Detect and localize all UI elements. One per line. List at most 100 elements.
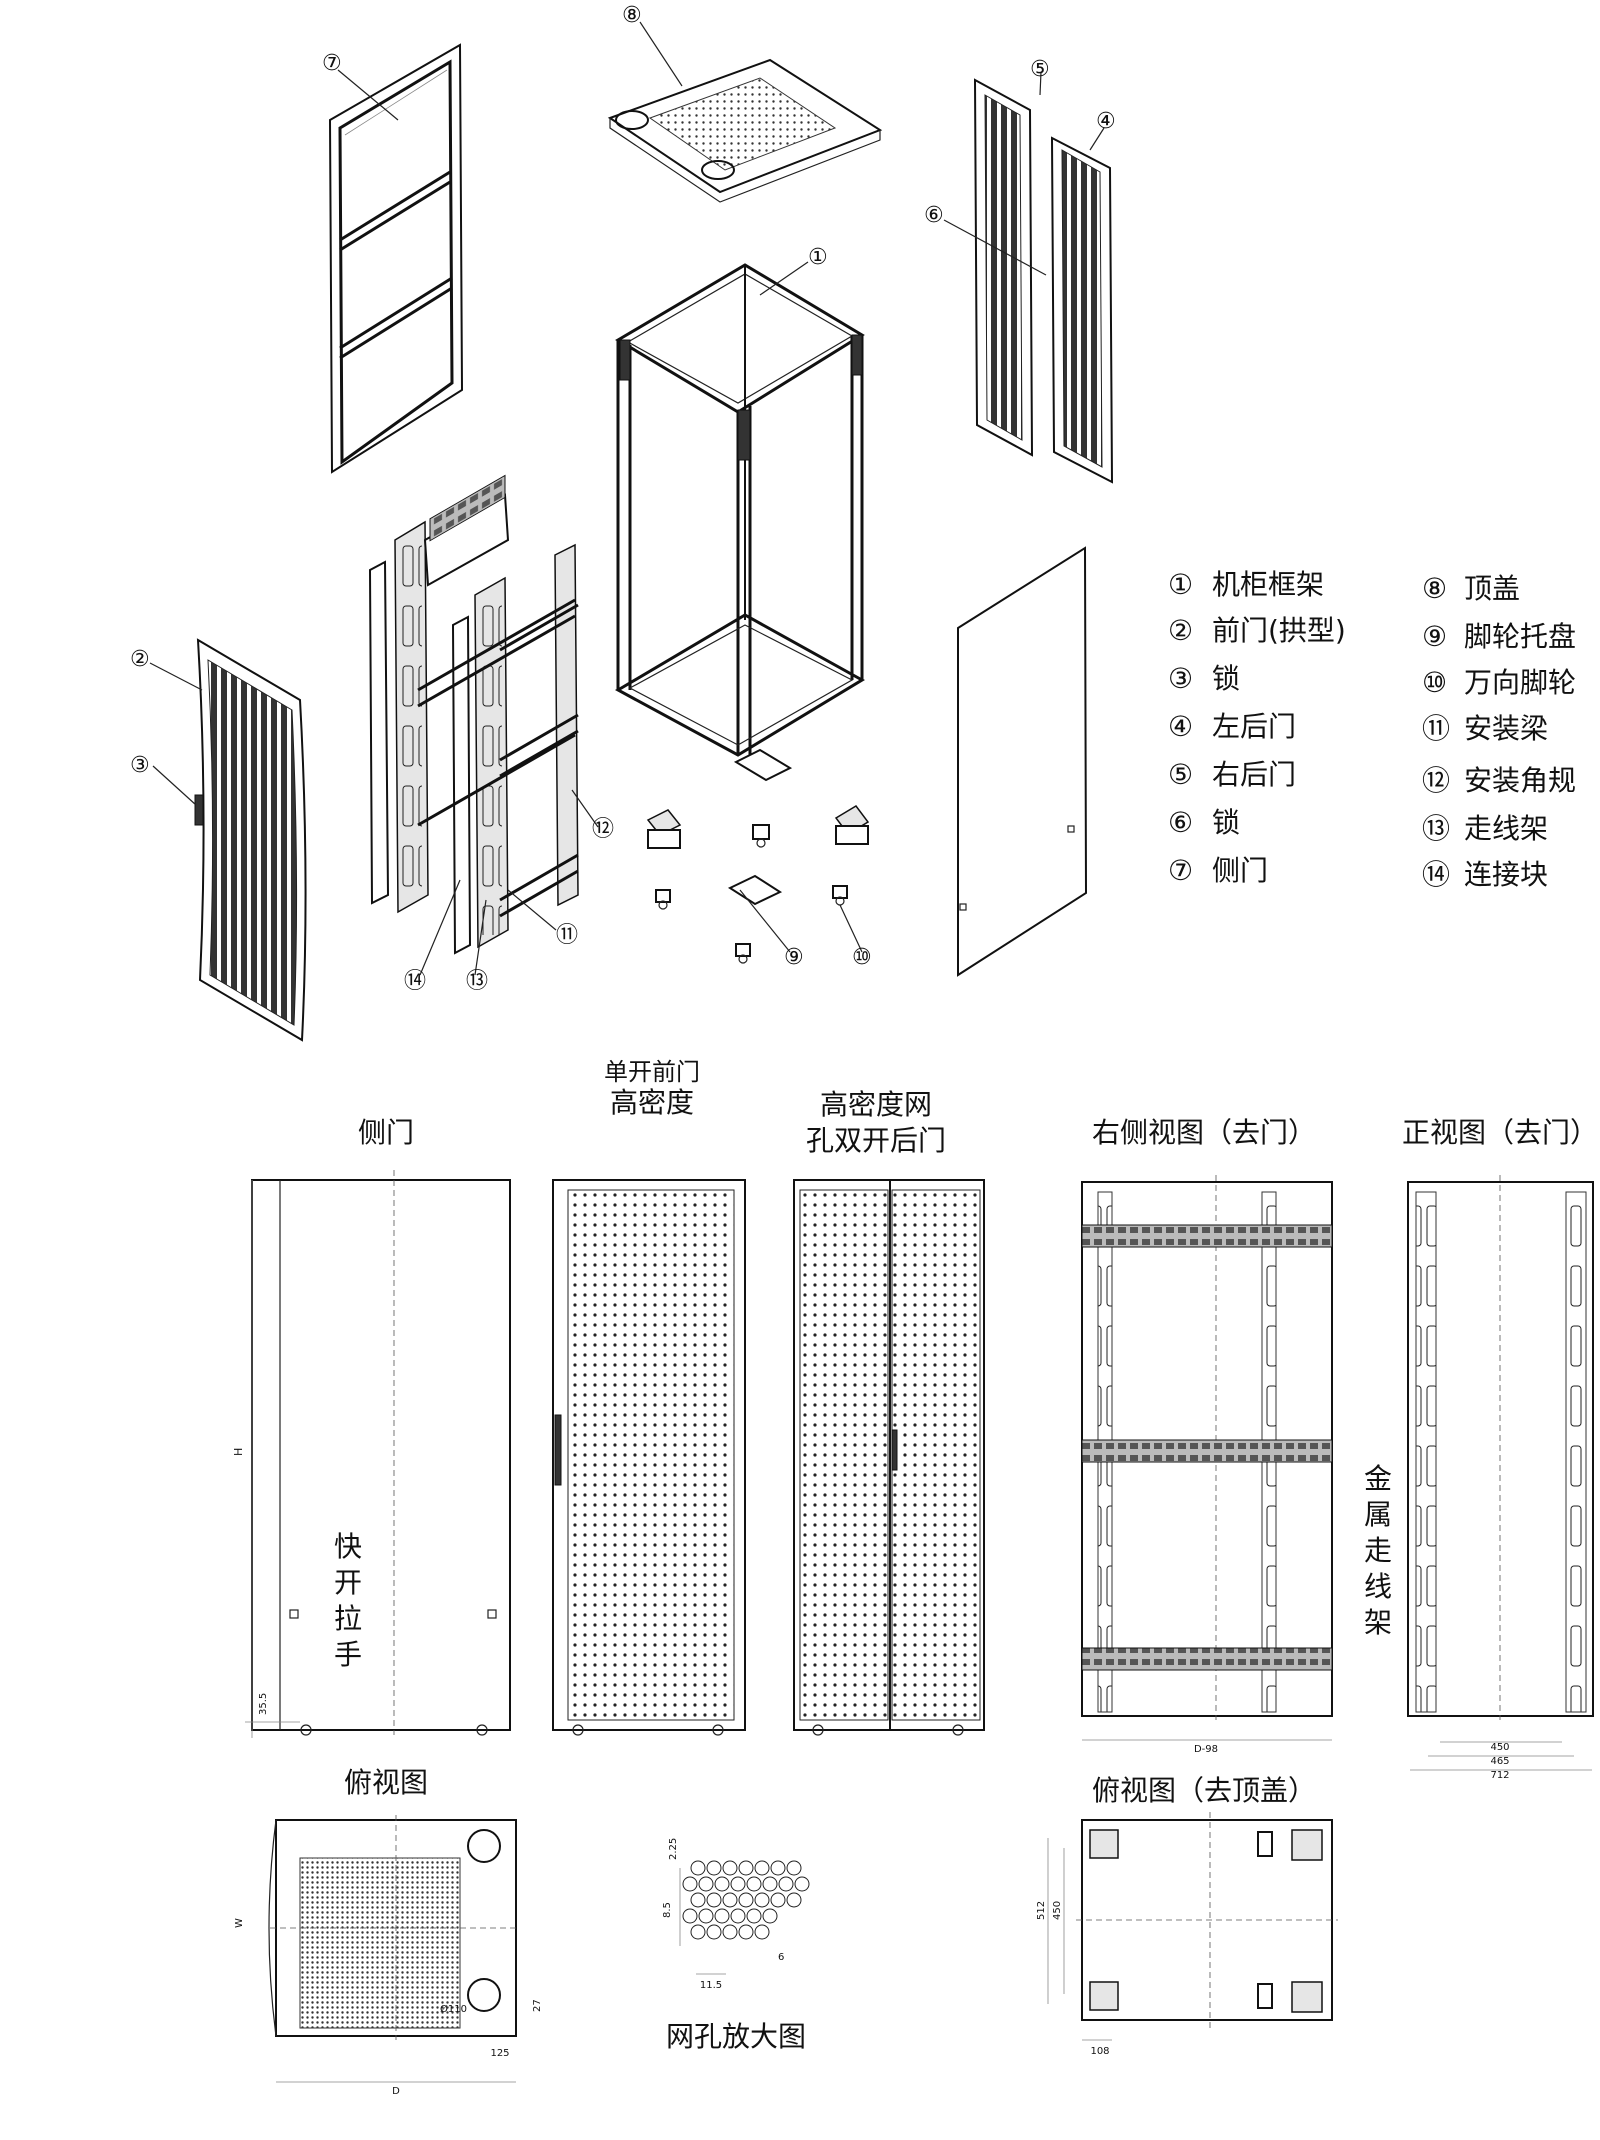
front-arched-door-exploded — [194, 638, 307, 1042]
dim-d98: D-98 — [1194, 1744, 1218, 1755]
callout-12: ⑫ — [592, 817, 614, 842]
legend-num-14: ⑭ — [1422, 858, 1450, 891]
legend-num-13: ⑬ — [1422, 812, 1450, 845]
legend-text-7: 侧门 — [1212, 854, 1268, 887]
title-right-view: 右侧视图（去门） — [1092, 1116, 1316, 1149]
callout-2: ② — [130, 647, 150, 672]
mesh-hole — [714, 1876, 730, 1892]
mesh-hole — [794, 1876, 810, 1892]
dim-w: W — [234, 1918, 245, 1928]
legend-num-7: ⑦ — [1168, 854, 1193, 887]
svg-text:属: 属 — [1364, 1498, 1392, 1531]
mesh-hole — [754, 1892, 770, 1908]
mesh-hole — [682, 1876, 698, 1892]
callout-9: ⑨ — [784, 945, 804, 970]
mesh-hole — [786, 1860, 802, 1876]
callout-11: ⑪ — [556, 923, 578, 948]
legend-num-4: ④ — [1168, 710, 1193, 743]
mesh-hole — [698, 1908, 714, 1924]
legend-text-5: 右后门 — [1212, 758, 1296, 791]
svg-text:开: 开 — [334, 1566, 362, 1599]
legend-text-1: 机柜框架 — [1212, 568, 1324, 601]
title-front-view: 正视图（去门） — [1402, 1116, 1598, 1149]
legend-text-2: 前门(拱型) — [1212, 614, 1346, 647]
title-top-view: 俯视图 — [344, 1766, 428, 1799]
dim-712: 712 — [1490, 1770, 1509, 1781]
top-view: D W Ø110 125 27 — [234, 1815, 543, 2097]
dim-d: D — [392, 2086, 400, 2097]
svg-text:走: 走 — [1364, 1534, 1392, 1567]
legend-text-11: 安装梁 — [1464, 712, 1548, 745]
mesh-hole — [706, 1924, 722, 1940]
callout-14: ⑭ — [404, 969, 426, 994]
legend-num-9: ⑨ — [1422, 620, 1447, 653]
mesh-hole — [762, 1876, 778, 1892]
rear-door-right-exploded — [973, 78, 1034, 457]
legend-text-14: 连接块 — [1464, 858, 1548, 891]
title-front-door-1: 单开前门 — [604, 1058, 700, 1086]
legend-num-6: ⑥ — [1168, 806, 1193, 839]
legend-text-12: 安装角规 — [1464, 764, 1576, 797]
legend: ① 机柜框架 ② 前门(拱型) ③ 锁 ④ 左后门 ⑤ 右后门 ⑥ 锁 ⑦ 侧门… — [1168, 568, 1576, 891]
callout-13: ⑬ — [466, 969, 488, 994]
legend-text-9: 脚轮托盘 — [1464, 620, 1576, 653]
callout-4: ④ — [1096, 109, 1116, 134]
legend-num-10: ⑩ — [1422, 666, 1447, 699]
title-front-door-2: 高密度 — [610, 1086, 694, 1119]
mesh-hole — [770, 1860, 786, 1876]
mesh-hole — [714, 1908, 730, 1924]
dim-225: 2.25 — [668, 1838, 679, 1860]
dim-85: 8.5 — [662, 1902, 673, 1918]
side-door-panel-exploded — [328, 43, 464, 474]
top-view-nocover: 512 450 108 — [1036, 1812, 1338, 2057]
dim-512: 512 — [1036, 1901, 1047, 1920]
callout-1: ① — [808, 245, 828, 270]
dim-110: Ø110 — [440, 2003, 467, 2015]
legend-num-3: ③ — [1168, 662, 1193, 695]
callout-3: ③ — [130, 753, 150, 778]
dim-115: 11.5 — [700, 1980, 722, 1991]
quick-handle-label: 快 开 拉 手 — [334, 1530, 362, 1671]
mesh-hole — [762, 1908, 778, 1924]
mesh-hole — [738, 1860, 754, 1876]
mesh-hole — [722, 1860, 738, 1876]
dim-450: 450 — [1490, 1742, 1509, 1753]
callout-10: ⑩ — [852, 945, 872, 970]
legend-text-10: 万向脚轮 — [1464, 666, 1576, 699]
title-side-door: 侧门 — [358, 1116, 414, 1149]
legend-text-6: 锁 — [1212, 806, 1240, 839]
dim-450b: 450 — [1052, 1901, 1063, 1920]
right-side-view: D-98 — [1081, 1175, 1333, 1755]
front-door-view — [552, 1179, 746, 1736]
dim-6: 6 — [778, 1952, 784, 1963]
mesh-hole — [778, 1876, 794, 1892]
view-titles: 侧门 单开前门 高密度 高密度网 孔双开后门 右侧视图（去门） 正视图（去门） … — [344, 1058, 1598, 2053]
callout-5: ⑤ — [1030, 57, 1050, 82]
mesh-hole — [722, 1924, 738, 1940]
rear-door-view — [793, 1179, 985, 1736]
mesh-hole — [706, 1892, 722, 1908]
mesh-zoom-view: 2.25 8.5 11.5 6 — [662, 1838, 810, 1991]
dim-35: 35.5 — [258, 1693, 269, 1715]
callout-8: ⑧ — [622, 3, 642, 28]
rear-door-left-exploded — [1050, 136, 1114, 484]
svg-text:手: 手 — [334, 1638, 362, 1671]
side-panel-plain-exploded — [957, 546, 1088, 977]
svg-text:线: 线 — [1364, 1570, 1392, 1603]
mesh-hole — [754, 1860, 770, 1876]
callout-6: ⑥ — [924, 203, 944, 228]
title-rear-door-1: 高密度网 — [820, 1088, 932, 1121]
dim-465: 465 — [1490, 1756, 1509, 1767]
legend-num-11: ⑪ — [1422, 712, 1450, 745]
svg-text:金: 金 — [1364, 1462, 1392, 1495]
mesh-hole — [770, 1892, 786, 1908]
mesh-hole — [682, 1908, 698, 1924]
dim-125: 125 — [490, 2048, 509, 2059]
legend-num-1: ① — [1168, 568, 1193, 601]
cabinet-frame-exploded — [614, 263, 865, 757]
dim-27: 27 — [532, 1999, 543, 2012]
title-rear-door-2: 孔双开后门 — [806, 1124, 946, 1157]
callout-7: ⑦ — [322, 51, 342, 76]
